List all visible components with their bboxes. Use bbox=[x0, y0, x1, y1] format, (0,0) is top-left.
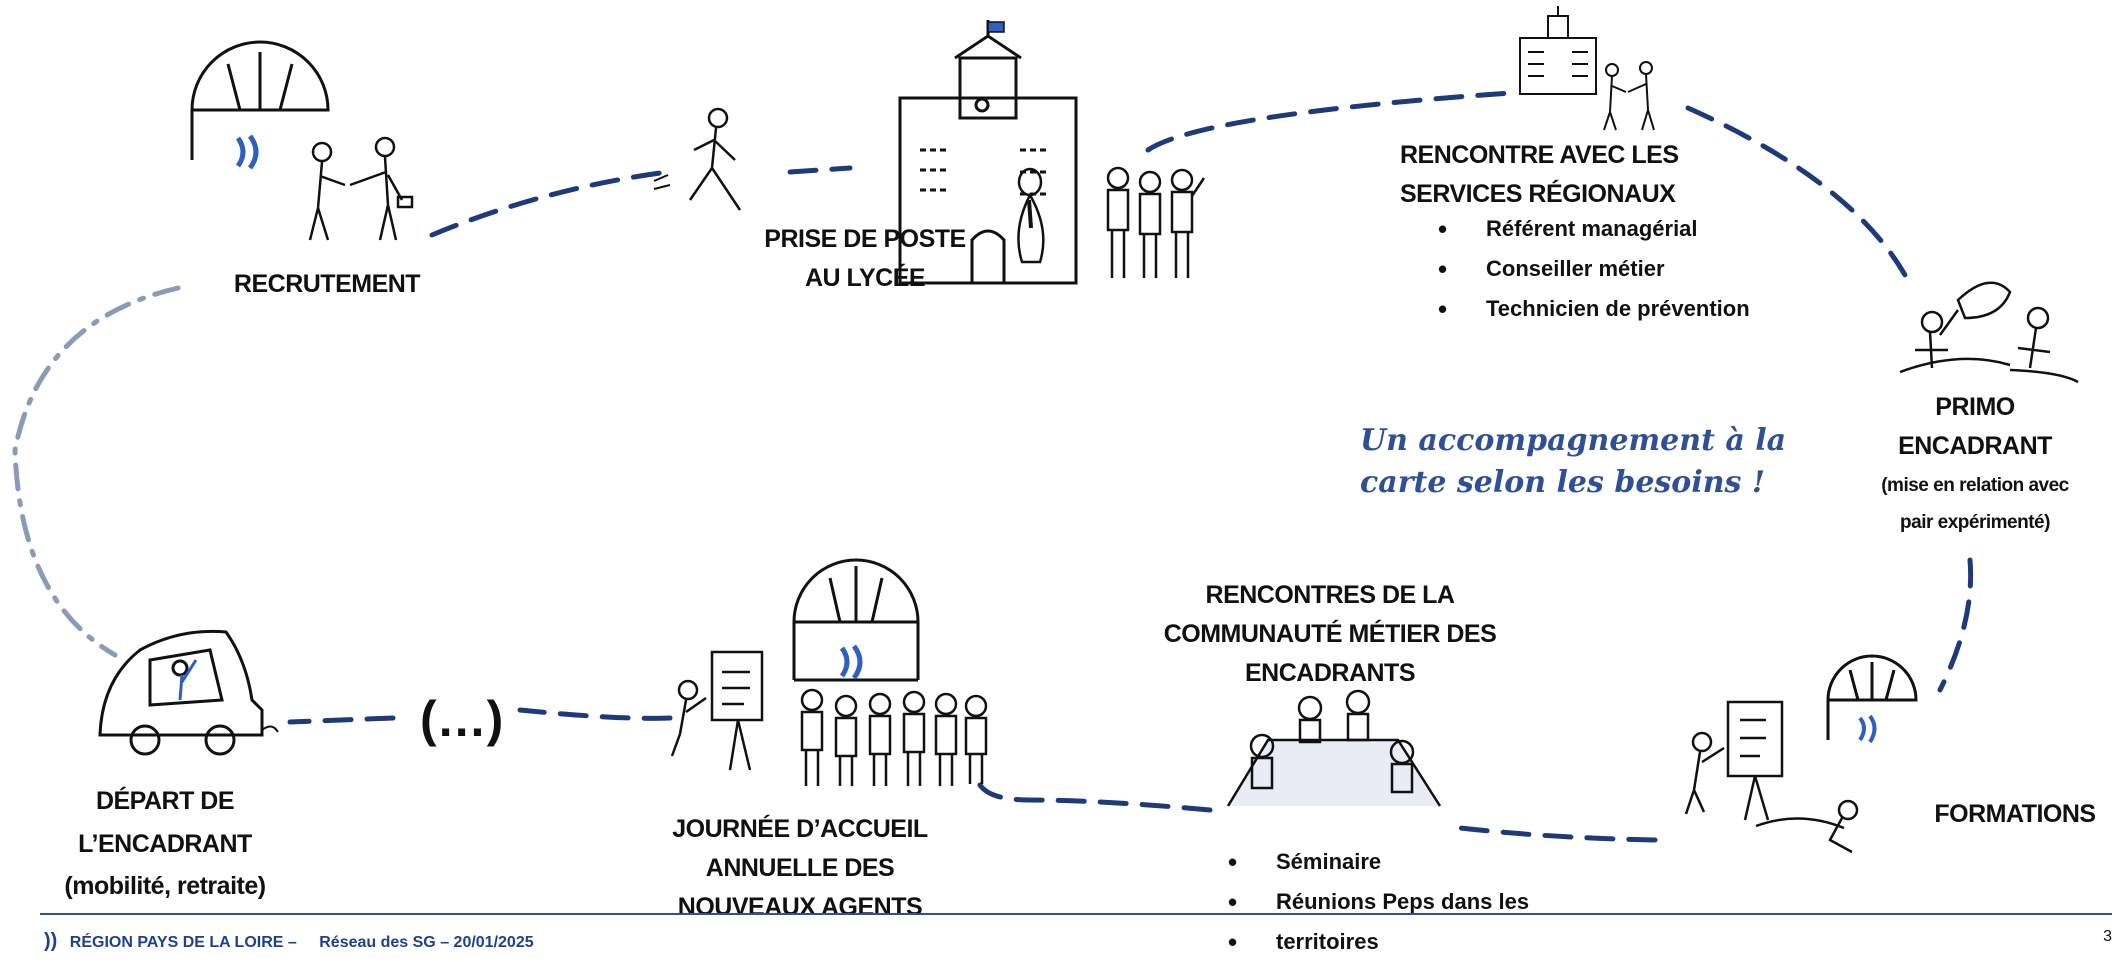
director-figure-icon bbox=[1017, 167, 1045, 264]
step-depart-line2: L’ENCADRANT bbox=[78, 829, 252, 858]
tagline-line1: Un accompagnement à la bbox=[1360, 423, 1787, 458]
step-communaute-line2: COMMUNAUTÉ MÉTIER DES bbox=[1163, 619, 1497, 648]
path-segment-formations-to-communaute bbox=[1457, 825, 1658, 843]
people-group-icon bbox=[800, 688, 988, 786]
observatory-icon bbox=[190, 40, 330, 170]
step-communaute-line3: ENCADRANTS bbox=[1245, 658, 1416, 687]
car-icon bbox=[98, 629, 279, 756]
step-rencontres-communaute: RENCONTRES DE LA COMMUNAUTÉ MÉTIER DES E… bbox=[1140, 576, 1520, 692]
list-item: Séminaire bbox=[1224, 842, 1529, 882]
list-item: Référent managérial bbox=[1434, 209, 1750, 249]
seated-learner-icon bbox=[1755, 799, 1859, 854]
speech-bubble-icon bbox=[1938, 281, 2012, 336]
ellipsis-label: (…) bbox=[420, 691, 504, 747]
rencontres-communaute-list: Séminaire Réunions Peps dans les territo… bbox=[1224, 842, 1529, 962]
observatory-icon bbox=[1826, 654, 1918, 744]
step-formations: FORMATIONS bbox=[1920, 795, 2110, 834]
step-journee-accueil: JOURNÉE D’ACCUEIL ANNUELLE DES NOUVEAUX … bbox=[660, 810, 940, 926]
footer: )) RÉGION PAYS DE LA LOIRE – Réseau des … bbox=[44, 930, 534, 953]
path-loop-back bbox=[12, 285, 181, 658]
list-item: Technicien de prévention bbox=[1434, 289, 1750, 329]
path-segment-walk-to-lycee bbox=[787, 165, 853, 175]
people-group-icon bbox=[1106, 166, 1206, 278]
step-recrutement: RECRUTEMENT bbox=[222, 265, 432, 304]
handshake-icon bbox=[308, 136, 414, 241]
path-segment-recrutement-to-walk bbox=[429, 170, 663, 238]
list-item: territoires bbox=[1224, 922, 1529, 962]
presentation-board-icon bbox=[670, 650, 764, 771]
path-segment-primo-to-formations bbox=[1937, 557, 1974, 693]
tagline-line2: carte selon les besoins ! bbox=[1360, 465, 1766, 500]
path-segment-journee-to-ellipsis bbox=[517, 707, 673, 721]
path-segment-services-to-primo bbox=[1685, 105, 1908, 278]
walking-person-icon bbox=[653, 107, 742, 211]
step-journee-line2: ANNUELLE DES bbox=[705, 853, 895, 882]
step-rencontre-services: RENCONTRE AVEC LES SERVICES RÉGIONAUX bbox=[1400, 136, 1690, 214]
step-depart: DÉPART DE L’ENCADRANT (mobilité, retrait… bbox=[30, 780, 300, 908]
step-journee-line3: NOUVEAUX AGENTS bbox=[677, 892, 923, 921]
footer-event: Réseau des SG – 20/01/2025 bbox=[319, 934, 534, 951]
footer-divider bbox=[40, 913, 2112, 915]
tagline: Un accompagnement à la carte selon les b… bbox=[1360, 420, 1786, 504]
region-logo-icon: )) bbox=[44, 930, 58, 952]
rencontre-services-list: Référent managérial Conseiller métier Te… bbox=[1434, 209, 1750, 329]
step-primo-encadrant-line1: PRIMO bbox=[1935, 393, 2015, 421]
step-prise-de-poste-line2: AU LYCÉE bbox=[804, 263, 926, 292]
step-depart-line1: DÉPART DE bbox=[95, 787, 235, 815]
path-segment-ellipsis-to-depart bbox=[287, 715, 396, 725]
observatory-icon bbox=[792, 558, 920, 682]
step-prise-de-poste-line1: PRISE DE POSTE bbox=[764, 225, 966, 253]
school-building-icon bbox=[898, 20, 1078, 285]
step-depart-line3: (mobilité, retraite) bbox=[64, 872, 266, 900]
footer-org: RÉGION PAYS DE LA LOIRE – bbox=[69, 934, 297, 951]
handshake-icon bbox=[1603, 61, 1655, 131]
podium-icon bbox=[1226, 689, 1442, 807]
step-primo-encadrant-note2: pair expérimenté) bbox=[1900, 511, 2050, 533]
step-primo-encadrant-line2: ENCADRANT bbox=[1898, 431, 2052, 460]
step-primo-encadrant-note1: (mise en relation avec bbox=[1881, 474, 2069, 496]
path-segment-lycee-to-services bbox=[1145, 90, 1513, 153]
step-communaute-line1: RENCONTRES DE LA bbox=[1205, 581, 1455, 609]
regional-office-icon bbox=[1519, 6, 1597, 95]
step-prise-de-poste: PRISE DE POSTE AU LYCÉE bbox=[760, 220, 970, 298]
step-recrutement-label: RECRUTEMENT bbox=[233, 270, 421, 298]
step-rencontre-services-line1: RENCONTRE AVEC LES bbox=[1400, 141, 1679, 169]
mentoring-pair-icon bbox=[1899, 306, 2079, 384]
presentation-board-icon bbox=[1684, 700, 1784, 821]
step-primo-encadrant: PRIMO ENCADRANT (mise en relation avec p… bbox=[1860, 388, 2090, 540]
step-rencontre-services-line2: SERVICES RÉGIONAUX bbox=[1400, 179, 1676, 208]
list-item: Conseiller métier bbox=[1434, 249, 1750, 289]
path-segment-communaute-to-journee bbox=[977, 782, 1213, 813]
list-item: Réunions Peps dans les bbox=[1224, 882, 1529, 922]
step-formations-label: FORMATIONS bbox=[1934, 800, 2096, 828]
page-number: 3 bbox=[2103, 928, 2112, 945]
step-journee-line1: JOURNÉE D’ACCUEIL bbox=[672, 815, 928, 843]
